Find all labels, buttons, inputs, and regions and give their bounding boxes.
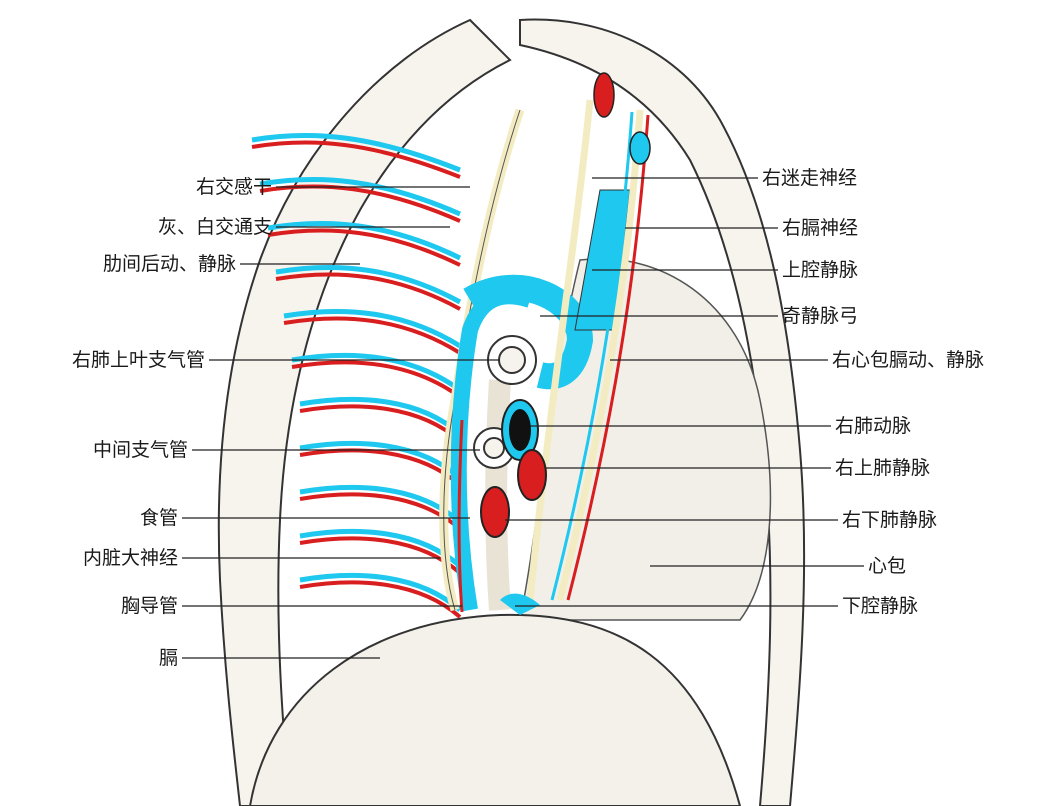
label-left: 中间支气管 [92,439,188,461]
label-left: 内脏大神经 [82,547,178,569]
subclavian-artery [593,72,615,118]
label-left: 食管 [139,507,178,529]
intercostal-artery [259,184,461,223]
intercostal-vein [299,396,462,436]
label-right: 右膈神经 [782,217,859,239]
label-right: 心包 [868,555,907,577]
intercostal-vein [283,308,462,349]
intercostal-vein [267,220,462,261]
thoracic-duct [457,419,464,613]
right-pulmonary-artery-lumen [509,409,531,451]
intercostal-artery [291,360,462,399]
label-left: 胸导管 [120,595,178,617]
intercostal-artery [251,140,461,179]
inferior-vena-cava [500,593,540,615]
intercostal-vein [275,264,462,305]
label-right: 上腔静脉 [782,259,859,281]
intercostal-artery [299,404,462,443]
label-right: 右上肺静脉 [835,457,931,479]
label-right: 右下肺静脉 [842,509,938,531]
intercostal-artery [267,228,461,267]
label-left: 肋间后动、静脉 [102,253,236,275]
intercostal-vein [299,484,462,524]
label-left: 右肺上叶支气管 [71,349,205,371]
right-superior-pulmonary-vein [517,449,547,501]
pericardiophrenic-artery [566,114,650,601]
chest-wall-right [519,18,806,806]
intercostal-vein [299,572,462,612]
intercostal-artery [283,316,462,355]
intercostal-vein [291,352,462,393]
intercostal-vein [299,528,462,568]
label-right: 右迷走神经 [762,167,858,189]
leader-lines [182,177,864,659]
label-left: 右交感干 [195,176,272,198]
label-left: 膈 [158,647,178,669]
label-left: 灰、白交通支 [157,216,272,238]
right-upper-lobe-bronchus-inner [498,346,526,374]
right-inferior-pulmonary-vein [480,486,510,538]
label-right: 下腔静脉 [842,595,919,617]
label-right: 奇静脉弓 [782,305,859,327]
intercostal-vein [299,440,462,480]
intercostal-artery [275,272,461,311]
intercostal-artery [299,536,462,575]
intercostal-artery [299,492,462,531]
intercostal-vein [259,176,462,217]
intercostal-artery [299,580,462,619]
label-right: 右心包膈动、静脉 [832,349,985,371]
intercostal-vein [251,132,461,173]
intercostal-artery [299,448,462,487]
diaphragm [248,613,742,806]
subclavian-vein [629,131,651,165]
label-right: 右肺动脉 [835,415,912,437]
pericardiophrenic-vein [550,111,634,601]
intermediate-bronchus-inner [483,437,505,459]
